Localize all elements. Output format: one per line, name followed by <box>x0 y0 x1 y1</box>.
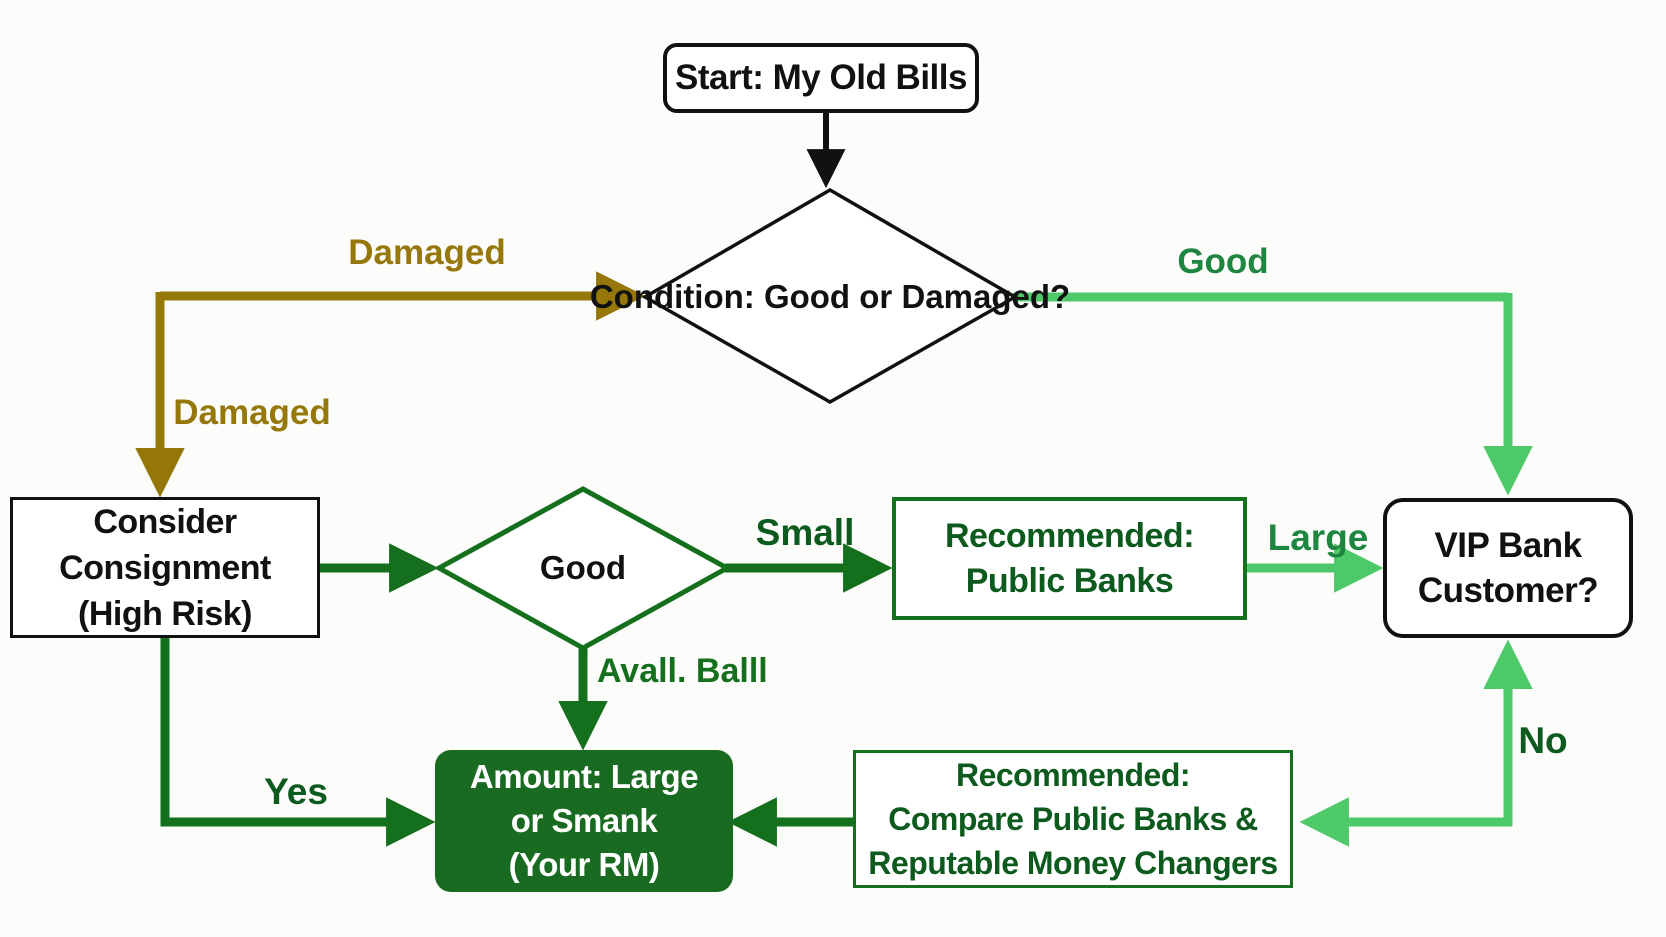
edge-label-large: Large <box>1267 517 1369 558</box>
edge-label-damaged-top: Damaged <box>348 233 506 272</box>
condition-line-3: Damaged? <box>901 278 1071 315</box>
vip-line-2: Customer? <box>1417 571 1599 610</box>
node-start: Start: My Old Bills <box>663 43 979 113</box>
node-consider-consignment: Consider Consignment (High Risk) <box>10 497 320 638</box>
edge-yes-elbow <box>160 638 436 847</box>
condition-diamond-shape <box>641 187 1019 405</box>
vip-line-1: VIP Bank <box>1434 526 1582 565</box>
edge-label-avail: Avall. Balll <box>597 650 768 692</box>
node-compare: Recommended: Compare Public Banks & Repu… <box>853 750 1293 888</box>
avail-line-1: Avall. <box>597 652 687 690</box>
edge-label-yes: Yes <box>264 771 328 812</box>
edge-label-damaged-side: Damaged <box>173 393 331 432</box>
condition-line-2: Good or <box>763 278 893 315</box>
node-vip-bank-customer: VIP Bank Customer? <box>1383 498 1633 638</box>
public-banks-line-1: Recommended: <box>944 516 1195 555</box>
start-label: Start: My Old Bills <box>675 58 967 97</box>
node-public-banks: Recommended: Public Banks <box>892 497 1247 620</box>
consider-line-2: Consignment <box>59 548 271 587</box>
good-diamond-label: Good <box>539 549 627 586</box>
good-diamond-shape <box>433 486 733 651</box>
compare-line-2: Compare Public Banks & <box>888 801 1258 837</box>
compare-line-3: Reputable Money Changers <box>868 845 1278 881</box>
edge-label-good: Good <box>1177 242 1269 281</box>
amount-line-2: or Smank <box>510 802 658 839</box>
compare-line-1: Recommended: <box>955 757 1191 793</box>
condition-line-1: Condition: <box>589 278 755 315</box>
consider-line-1: Consider <box>93 502 237 541</box>
consider-line-3: (High Risk) <box>78 594 252 633</box>
edge-label-no: No <box>1518 720 1568 761</box>
amount-line-1: Amount: Large <box>469 758 699 795</box>
condition-label: Condition: Good or Damaged? <box>590 277 1070 317</box>
edge-label-small: Small <box>755 512 855 553</box>
amount-line-3: (Your RM) <box>508 846 660 883</box>
node-amount: Amount: Large or Smank (Your RM) <box>435 750 733 892</box>
avail-line-2: Balll <box>695 652 768 690</box>
public-banks-line-2: Public Banks <box>965 561 1174 600</box>
